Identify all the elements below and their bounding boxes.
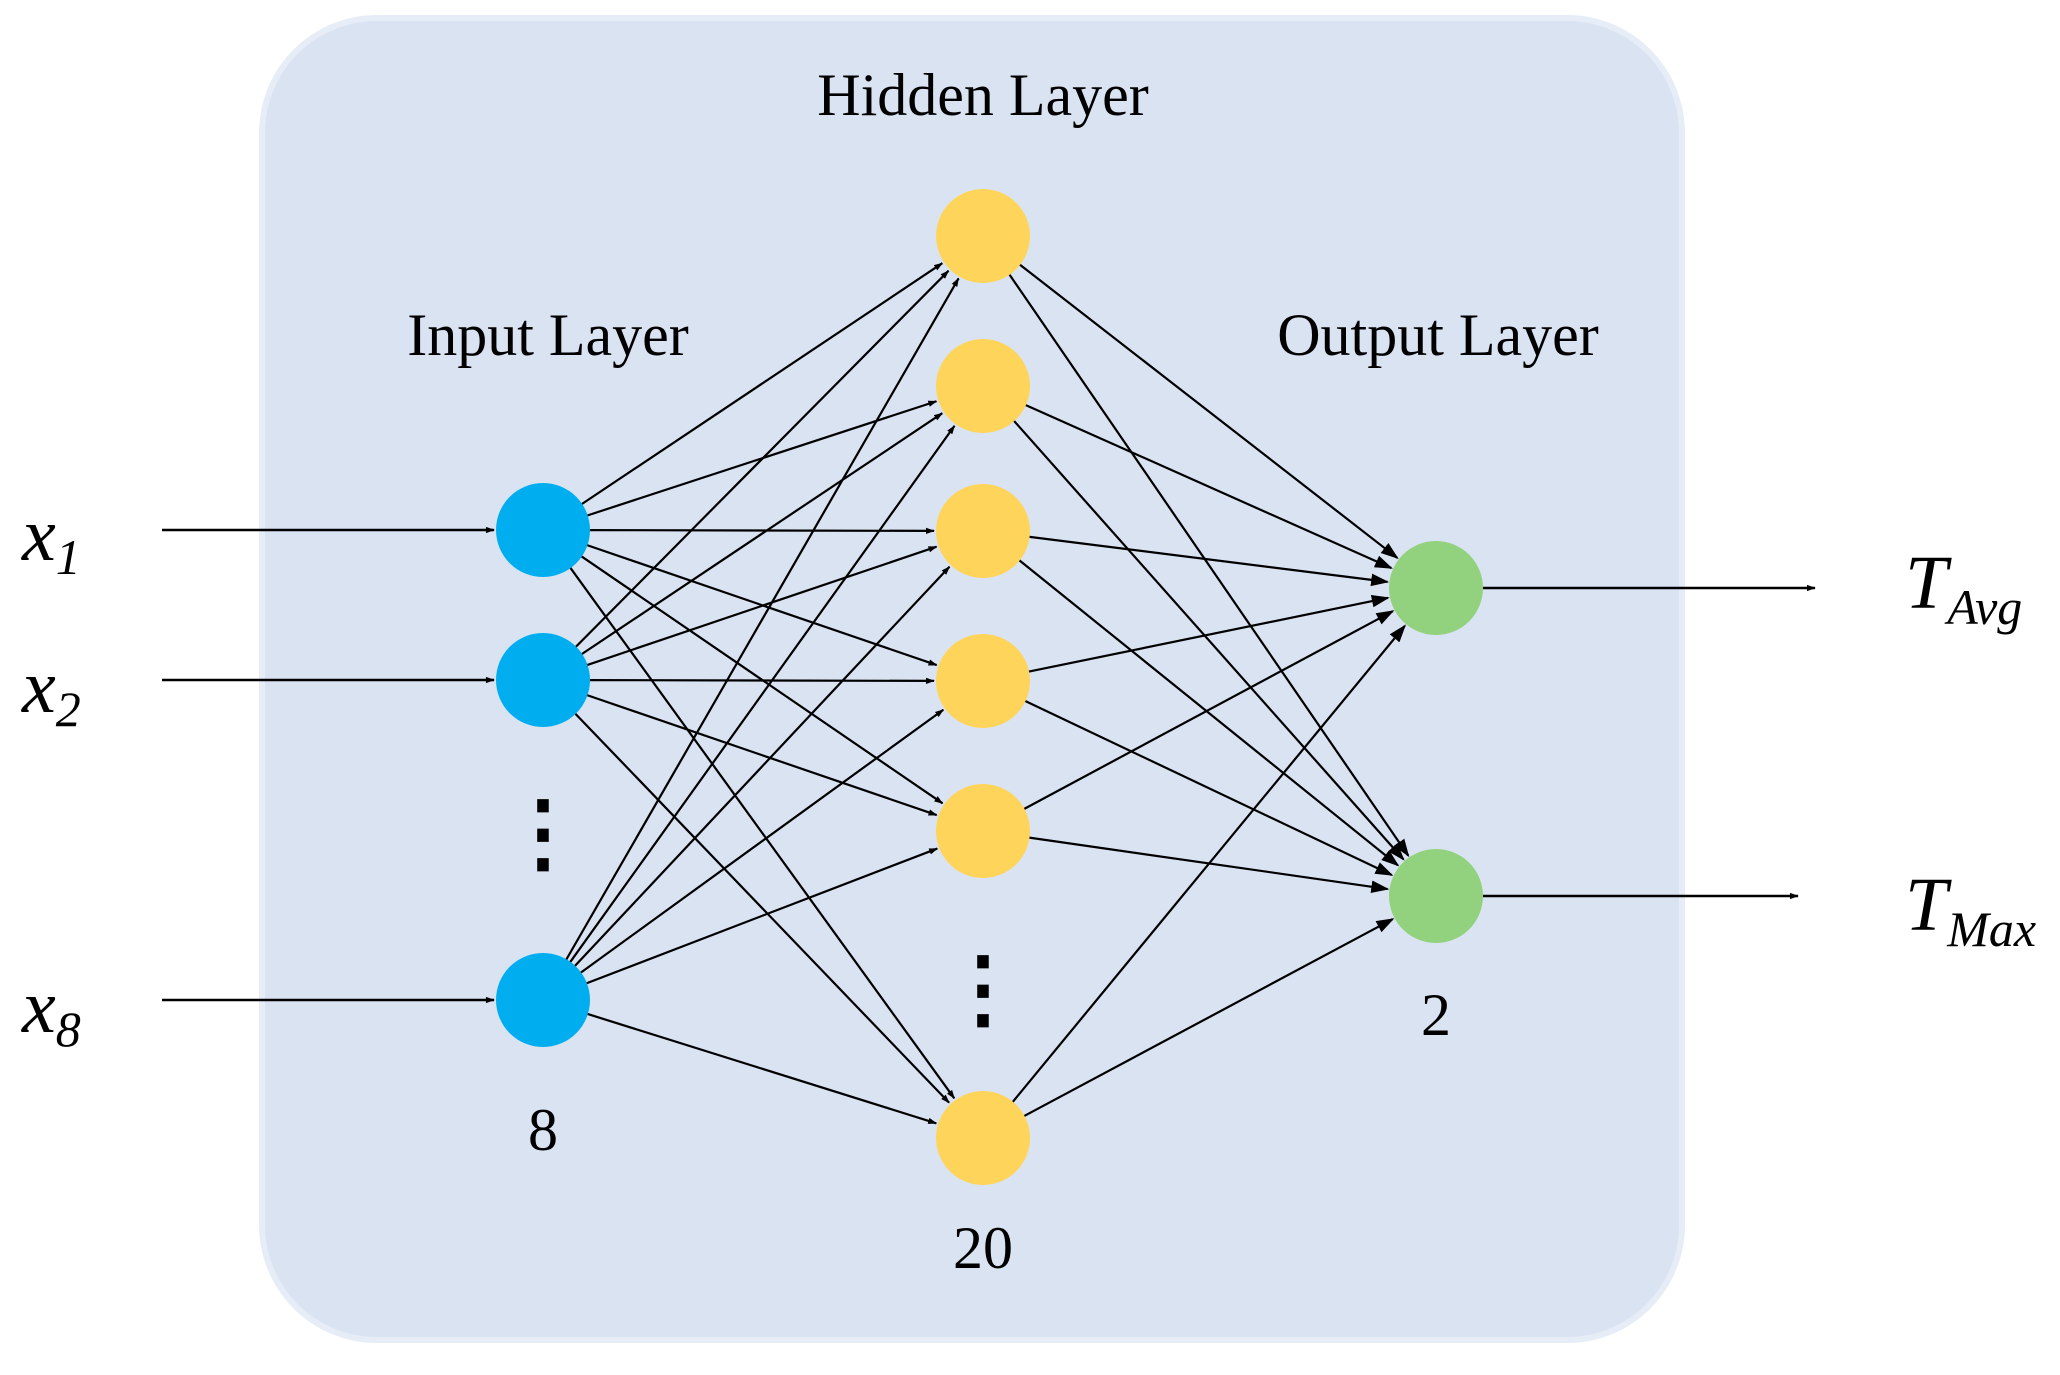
connection-input-3-hidden-2: [568, 425, 956, 965]
hidden-node-5: [936, 784, 1030, 878]
connection-input-1-hidden-1: [579, 262, 944, 506]
hidden-node-1: [936, 189, 1030, 283]
input-node-1: [496, 483, 590, 577]
hidden-node-4: [936, 634, 1030, 728]
input-layer-title: Input Layer: [407, 302, 689, 368]
connection-input-1-hidden-3: [587, 527, 935, 535]
output-label-t-avg: TAvg: [1905, 541, 2022, 635]
input-nodes: [496, 483, 590, 1047]
hidden-ellipsis: ⋮: [940, 941, 1026, 1037]
input-node-2: [496, 633, 590, 727]
connection-input-2-hidden-2: [579, 412, 944, 656]
connection-input-3-hidden-3: [572, 565, 951, 968]
output-node-1: [1389, 541, 1483, 635]
output-layer-count: 2: [1421, 982, 1451, 1048]
connection-input-2-hidden-5: [585, 693, 938, 817]
input-ellipsis: ⋮: [500, 785, 586, 881]
hidden-node-6: [936, 1091, 1030, 1185]
connection-hidden-3-output-1: [1027, 535, 1390, 587]
connection-input-3-hidden-6: [585, 1012, 938, 1125]
hidden-layer-title: Hidden Layer: [817, 62, 1149, 128]
connection-input-3-hidden-5: [584, 847, 939, 985]
connection-hidden-5-output-2: [1027, 836, 1390, 893]
hidden-node-2: [936, 339, 1030, 433]
connection-hidden-1-output-1: [1017, 262, 1399, 560]
hidden-node-3: [936, 484, 1030, 578]
output-node-2: [1389, 849, 1483, 943]
connection-hidden-2-output-1: [1023, 403, 1393, 570]
connection-input-2-hidden-3: [585, 545, 938, 667]
connection-hidden-2-output-2: [1012, 418, 1405, 861]
connection-input-2-hidden-1: [573, 270, 950, 649]
input-label-x2: x2: [21, 645, 81, 737]
connection-input-2-hidden-6: [573, 711, 950, 1104]
input-node-3: [496, 953, 590, 1047]
connection-hidden-6-output-1: [1010, 624, 1406, 1104]
connection-input-3-hidden-1: [564, 277, 960, 962]
output-nodes: [1389, 541, 1483, 943]
connection-hidden-4-output-1: [1026, 594, 1390, 674]
connections: [564, 262, 1410, 1125]
connection-input-1-hidden-4: [585, 543, 938, 667]
connection-hidden-3-output-2: [1017, 558, 1400, 867]
output-layer-title: Output Layer: [1277, 302, 1599, 368]
hidden-layer-count: 20: [953, 1215, 1013, 1281]
io-arrows: [162, 526, 1816, 1004]
hidden-nodes: [936, 189, 1030, 1185]
output-label-t-max: TMax: [1905, 863, 2036, 957]
input-layer-count: 8: [528, 1097, 558, 1163]
connection-input-1-hidden-6: [568, 565, 956, 1100]
connection-hidden-1-output-2: [1007, 272, 1410, 858]
connection-hidden-6-output-2: [1022, 918, 1395, 1118]
connection-input-1-hidden-5: [579, 554, 944, 805]
connection-hidden-4-output-2: [1023, 699, 1394, 876]
input-label-x1: x1: [21, 493, 81, 585]
input-label-x8: x8: [21, 965, 81, 1057]
connection-hidden-5-output-1: [1022, 610, 1395, 811]
connection-input-3-hidden-4: [578, 708, 945, 975]
connection-input-2-hidden-4: [587, 677, 935, 685]
